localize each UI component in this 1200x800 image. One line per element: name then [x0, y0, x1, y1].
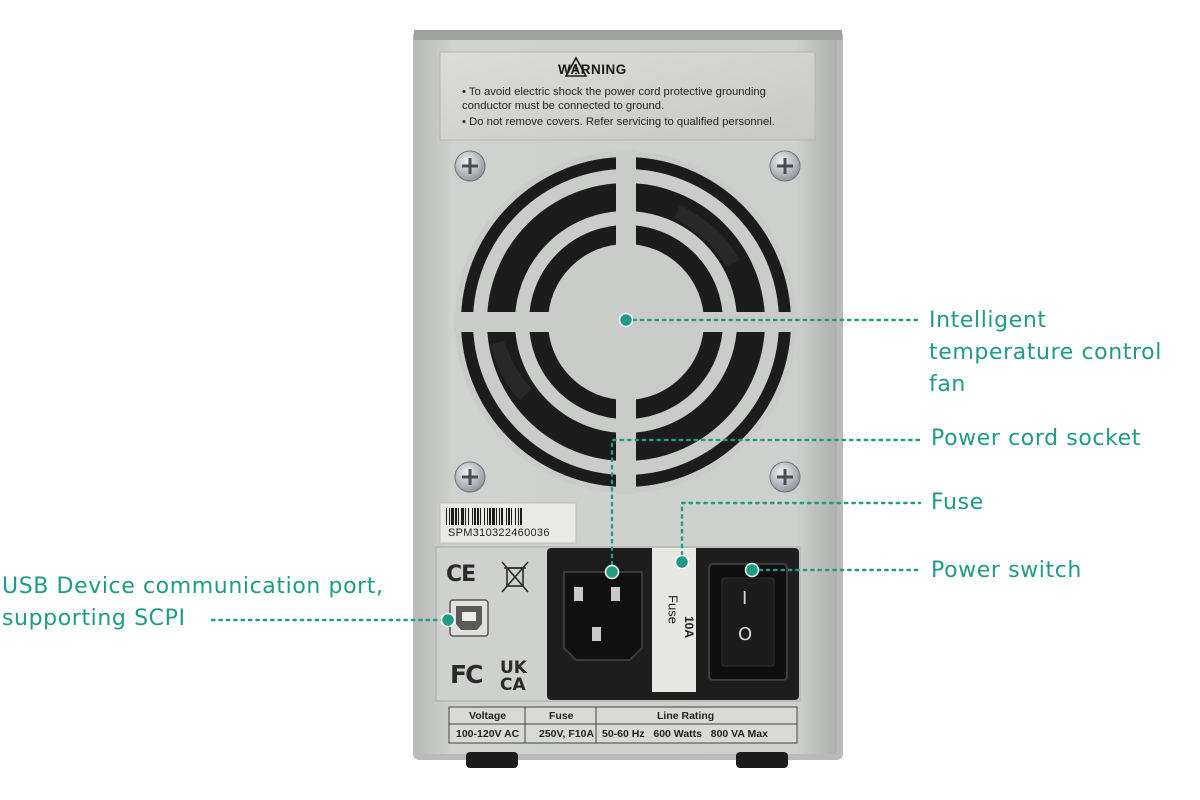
power-switch[interactable] [708, 563, 788, 681]
barcode-bar [465, 508, 466, 525]
callout-power-switch: Power switch [931, 558, 1082, 583]
barcode-bar [487, 508, 488, 525]
barcode-sticker [439, 502, 577, 544]
callout-fuse: Fuse [931, 490, 984, 515]
barcode-bar [480, 508, 481, 525]
rating-table-text: Voltage Fuse Line Rating 100-120V AC 250… [449, 707, 797, 743]
warning-triangle-icon [564, 56, 588, 77]
callout-dots [440, 312, 760, 628]
barcode-bar [511, 508, 512, 525]
barcode-bar [477, 508, 479, 525]
rating-header-voltage: Voltage [469, 710, 507, 722]
barcode-bar [474, 508, 476, 525]
power-cord-socket[interactable] [563, 571, 643, 661]
warning-label [439, 51, 816, 141]
foot-right [736, 752, 788, 768]
screw-icon [454, 150, 486, 182]
serial-number: SPM310322460036 [448, 527, 550, 539]
warning-line: conductor must be connected to ground. [462, 100, 665, 112]
rating-header-fuse: Fuse [549, 710, 574, 722]
fuse-holder-label: Fuse 10A [659, 562, 697, 682]
screw-icon [769, 150, 801, 182]
barcode-bar [484, 508, 485, 525]
fuse-rating: 10A [682, 615, 696, 638]
warning-title: WARNING [558, 62, 627, 77]
callout-fan: Intelligent temperature control fan [929, 308, 1162, 397]
callout-dot-fan [618, 312, 634, 328]
barcode-bar [508, 508, 510, 525]
ce-mark: CE [446, 562, 476, 587]
barcode-bar [455, 508, 457, 525]
callout-usb-port: USB Device communication port, supportin… [2, 574, 384, 631]
warning-label-text: WARNING • To avoid electric shock the po… [440, 52, 815, 140]
callout-power-cord-socket: Power cord socket [931, 426, 1142, 451]
barcode-bar [496, 508, 497, 525]
barcode-bar [489, 508, 491, 525]
fuse-text: Fuse [665, 595, 681, 624]
rating-value-voltage: 100-120V AC [456, 728, 520, 740]
barcode-bar [472, 508, 473, 525]
fan-grille [454, 150, 798, 494]
barcode-bar [520, 508, 522, 525]
ukca-mark: UK CA [500, 658, 527, 695]
barcode [446, 508, 522, 525]
screw-icon [769, 461, 801, 493]
barcode-bar [468, 508, 469, 525]
barcode-bar [461, 508, 464, 525]
callout-dot-fuse [674, 554, 690, 570]
barcode-bar [458, 508, 459, 525]
barcode-bar [499, 508, 500, 525]
barcode-bar [501, 508, 503, 525]
fuse-holder[interactable] [652, 548, 696, 692]
warning-line: • Do not remove covers. Refer servicing … [462, 116, 775, 128]
power-entry-module [547, 548, 799, 700]
rating-header-line: Line Rating [657, 710, 715, 722]
callout-dot-usb [440, 612, 456, 628]
rating-value-line: 50-60 Hz 600 Watts 800 VA Max [602, 728, 768, 740]
barcode-bar [451, 508, 454, 525]
barcode-bar [449, 508, 450, 525]
barcode-bar [492, 508, 495, 525]
switch-on-symbol: I [742, 588, 748, 609]
usb-b-port[interactable] [449, 599, 489, 637]
barcode-bar [506, 508, 507, 525]
fc-mark: FC [450, 660, 483, 689]
barcode-bar [515, 508, 516, 525]
barcode-bar [446, 508, 447, 525]
callout-dot-socket [604, 564, 620, 580]
screw-icon [454, 461, 486, 493]
rating-value-fuse: 250V, F10A [539, 728, 595, 740]
callout-lines [210, 318, 922, 622]
rating-table [448, 706, 798, 744]
weee-bin-icon [501, 561, 529, 593]
callout-dot-switch [744, 562, 760, 578]
barcode-bar [518, 508, 519, 525]
switch-off-symbol: O [738, 624, 753, 645]
foot-left [466, 752, 518, 768]
warning-line: • To avoid electric shock the power cord… [462, 86, 766, 98]
